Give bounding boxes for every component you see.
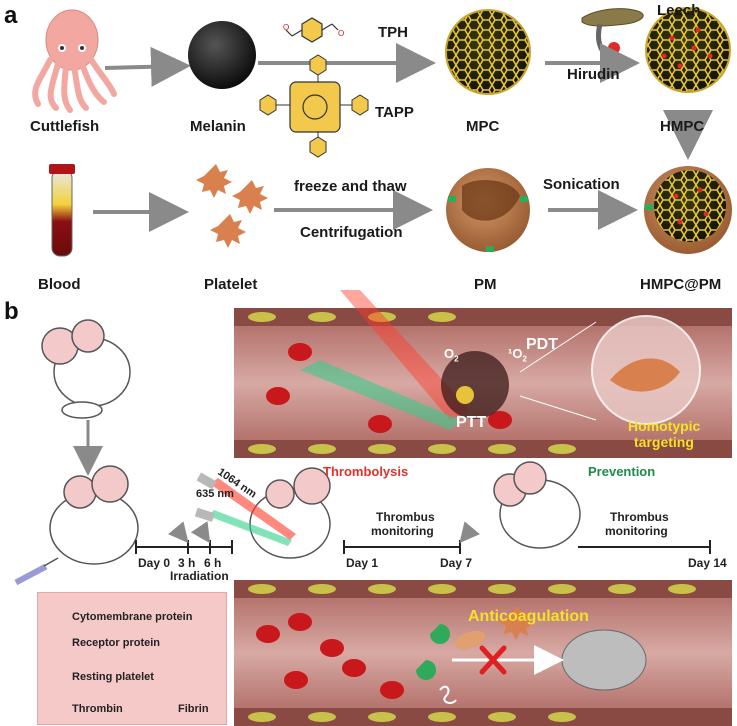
monitor1-line2: monitoring <box>371 524 434 538</box>
centrifugation-label: Centrifugation <box>300 224 403 241</box>
hmpc-cage-icon <box>645 7 731 93</box>
day7-label: Day 7 <box>440 556 473 570</box>
mouse-icon-top <box>41 319 131 419</box>
hmpc-pm-icon <box>644 166 732 254</box>
vessel-scene-top <box>234 290 732 458</box>
irradiation-label: Irradiation <box>170 569 229 583</box>
sonication-label: Sonication <box>543 176 620 193</box>
monitor1-line1: Thrombus <box>376 510 435 524</box>
mouse-icon-middle <box>249 467 331 559</box>
ptt-label: PTT <box>456 414 487 431</box>
thrombolysis-label: Thrombolysis <box>323 464 409 479</box>
mpc-label: MPC <box>466 118 500 135</box>
svg-text:O: O <box>283 23 289 32</box>
mouse-icon-right <box>493 461 581 549</box>
mpc-cage-icon <box>445 9 531 95</box>
panel-a-letter: a <box>4 2 18 29</box>
blood-tube-icon <box>49 164 75 257</box>
singlet-oxygen-label: ¹O2 <box>508 346 527 364</box>
anticoagulation-label: Anticoagulation <box>468 608 589 625</box>
legend-receptor: Receptor protein <box>72 637 161 649</box>
panel-b-letter: b <box>4 298 19 325</box>
leech-label: Leech <box>657 2 701 19</box>
tapp-molecule-icon <box>259 54 369 158</box>
pdt-label: PDT <box>526 336 558 353</box>
pm-label: PM <box>474 276 497 293</box>
hmpc-label: HMPC <box>660 118 705 135</box>
homotypic-label: Homotypic <box>628 418 701 434</box>
day1-label: Day 1 <box>346 556 379 570</box>
targeting-label: targeting <box>634 434 694 450</box>
platelets-icon <box>196 164 268 248</box>
legend-fibrin: Fibrin <box>178 703 209 715</box>
hmpc-pm-label: HMPC@PM <box>640 276 722 293</box>
tph-molecule-icon: O O <box>283 17 344 43</box>
o2-label: O2 <box>444 346 459 364</box>
melanin-label: Melanin <box>190 118 246 135</box>
platelet-label: Platelet <box>204 276 258 293</box>
legend-cytomembrane: Cytomembrane protein <box>72 611 193 623</box>
mouse-icon-left <box>49 465 139 565</box>
prevention-label: Prevention <box>588 464 656 479</box>
tph-label: TPH <box>378 24 408 41</box>
legend-box: Cytomembrane protein Receptor protein Re… <box>37 592 227 725</box>
pm-shell-icon <box>446 168 530 252</box>
day14-label: Day 14 <box>688 556 727 570</box>
blood-label: Blood <box>38 276 81 293</box>
timeline-arrows <box>168 521 480 544</box>
syringe-icon <box>14 557 59 586</box>
legend-resting: Resting platelet <box>72 671 154 683</box>
freeze-thaw-label: freeze and thaw <box>294 178 407 195</box>
svg-text:O: O <box>338 29 344 38</box>
tapp-label: TAPP <box>375 104 414 121</box>
leech-icon <box>581 8 644 61</box>
legend-thrombin: Thrombin <box>72 703 123 715</box>
melanin-sphere <box>188 21 256 89</box>
laser-beams <box>194 472 296 546</box>
timeline <box>135 540 711 554</box>
day0-label: Day 0 <box>138 556 171 570</box>
h3-label: 3 h <box>178 556 196 570</box>
hirudin-label: Hirudin <box>567 66 620 83</box>
monitor2-line1: Thrombus <box>610 510 669 524</box>
monitor2-line2: monitoring <box>605 524 668 538</box>
vessel-scene-bottom <box>234 580 732 726</box>
laser-635-label: 635 nm <box>196 488 234 500</box>
cuttlefish-label: Cuttlefish <box>30 118 100 135</box>
cuttlefish-icon <box>32 9 117 113</box>
h6-label: 6 h <box>204 556 222 570</box>
